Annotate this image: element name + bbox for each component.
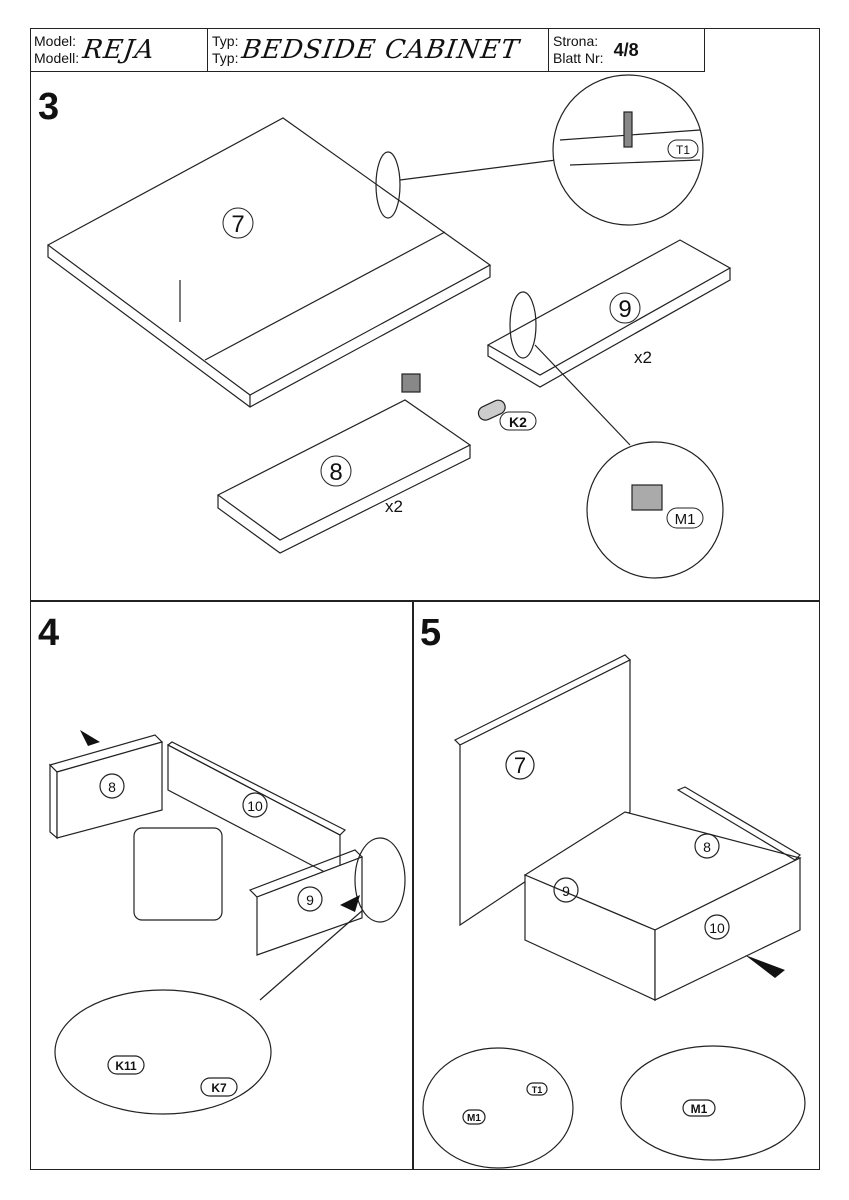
step3-labels: [222, 139, 704, 529]
part-9-label: 9: [306, 892, 314, 908]
page-cell: Strona:Blatt Nr: 4/8: [549, 28, 705, 72]
t1-label: T1: [676, 143, 690, 157]
part-8-label: 8: [329, 459, 342, 486]
t1-label: T1: [532, 1085, 543, 1095]
divider: [412, 600, 414, 1170]
part-9-label: 9: [562, 883, 570, 899]
type-label-de: Typ:: [212, 50, 239, 66]
part-7-label: 7: [514, 753, 526, 778]
part-9-label: 9: [618, 296, 631, 323]
title-block: Model:Modell: REJA Typ:Typ: BEDSIDE CABI…: [30, 28, 705, 72]
m1-label: M1: [691, 1102, 708, 1116]
qty-label: x2: [385, 497, 403, 516]
page-number: 4/8: [613, 39, 639, 60]
divider: [30, 600, 820, 602]
m1-label: M1: [467, 1113, 481, 1124]
panel-9-drawing: [401, 239, 732, 579]
panel-8-drawing: [216, 399, 472, 554]
step-number: 4: [38, 612, 60, 654]
page-label-de: Blatt Nr:: [553, 50, 604, 66]
qty-label: x2: [634, 348, 652, 367]
step5-drawing: [422, 654, 806, 1169]
k11-label: K11: [115, 1059, 137, 1073]
page-frame: [30, 28, 820, 1170]
arrow-icons: [80, 730, 785, 978]
type-label: Typ:: [212, 33, 239, 49]
step4-drawing: [48, 734, 406, 1115]
panel-7-drawing: [46, 74, 704, 408]
k2-label: K2: [509, 414, 527, 430]
model-cell: Model:Modell: REJA: [30, 28, 208, 72]
page-label: Strona:: [553, 33, 599, 49]
step-number: 3: [38, 86, 60, 128]
m1-label: M1: [675, 511, 696, 528]
part-10-label: 10: [247, 798, 263, 814]
type-cell: Typ:Typ: BEDSIDE CABINET: [208, 28, 549, 72]
part-10-label: 10: [709, 920, 725, 936]
part-8-label: 8: [703, 839, 711, 855]
modell-label: Modell:: [34, 50, 80, 66]
model-label: Model:: [34, 33, 77, 49]
k7-label: K7: [211, 1081, 227, 1095]
part-7-label: 7: [231, 211, 244, 238]
part-8-label: 8: [108, 779, 116, 795]
step-number: 5: [420, 612, 442, 654]
